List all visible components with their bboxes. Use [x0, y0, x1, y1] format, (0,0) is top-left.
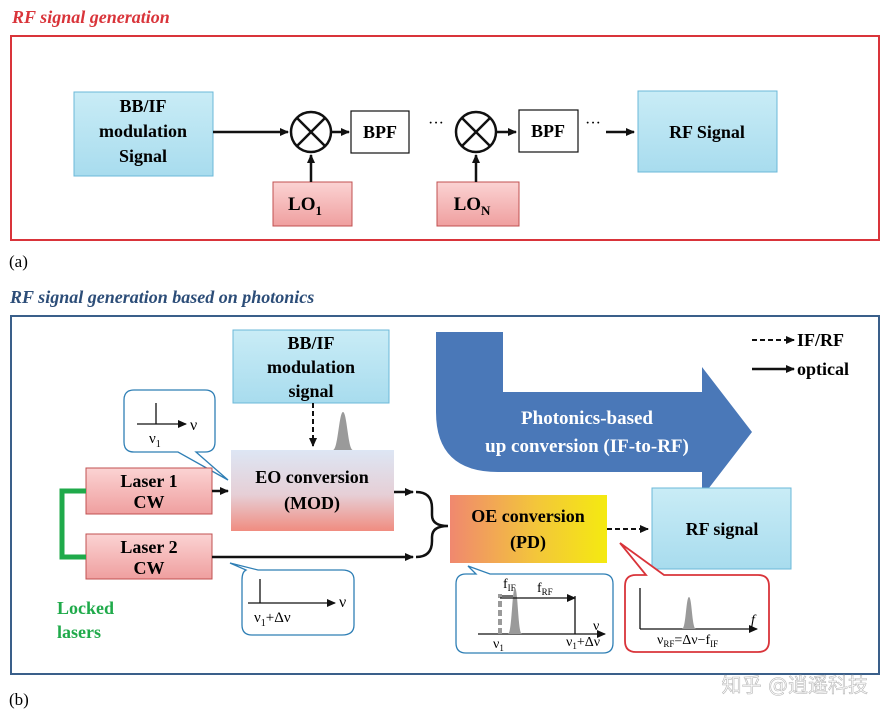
callout4-v: ν	[657, 633, 663, 648]
legend: IF/RF optical	[752, 330, 849, 379]
callout3-v1-sub: 1	[499, 643, 504, 653]
callout-laser2-spectrum: ν ν1+Δν	[229, 562, 355, 636]
callout4-mid: =Δν−f	[674, 633, 710, 648]
dots-a-1: ···	[428, 115, 444, 132]
part-a-frame	[10, 35, 880, 241]
rf-signal-box-b: RF signal	[651, 487, 792, 570]
bb-if-box-a: BB/IF modulation Signal	[73, 91, 214, 177]
svg-text:ν1: ν1	[493, 637, 504, 653]
eo-conversion-box: EO conversion (MOD)	[231, 450, 394, 531]
svg-text:ν1+Δν: ν1+Δν	[254, 610, 291, 629]
laser1-line2: CW	[134, 492, 165, 512]
callout2-tick-a: ν	[254, 610, 261, 626]
lo1-sub: 1	[315, 203, 322, 218]
bb-if-b-line2: modulation	[267, 357, 355, 377]
lo1-box: LO1	[272, 181, 353, 227]
callout3-v1: ν	[493, 637, 499, 652]
laser2-line2: CW	[134, 558, 165, 578]
caption-b: (b)	[9, 690, 29, 709]
bb-if-box-b: BB/IF modulation signal	[232, 329, 390, 404]
combiner-curve	[415, 490, 449, 559]
callout-rf-spectrum: f νRF=Δν−fIF	[619, 542, 770, 653]
callout4-sub2: IF	[710, 639, 718, 649]
watermark: 知乎 @逍遥科技	[722, 673, 868, 697]
callout1-axis: ν	[190, 417, 197, 434]
callout3-frf: f	[537, 581, 542, 596]
callout3-frf-sub: RF	[542, 587, 553, 597]
callout3-axis: ν	[593, 619, 599, 634]
bpf-label-1: BPF	[363, 122, 397, 142]
callout3-fif-sub: IF	[508, 583, 516, 593]
lon-main: LO	[454, 194, 481, 215]
laser1-line1: Laser 1	[120, 471, 177, 491]
rf-signal-label-a: RF Signal	[669, 122, 745, 142]
part-b-title: RF signal generation based on photonics	[9, 287, 314, 307]
svg-text:fIF: fIF	[503, 577, 516, 593]
callout4-v-sub: RF	[663, 639, 674, 649]
lo1-main: LO	[288, 194, 315, 215]
pulse-icon-bb	[333, 412, 353, 450]
lon-sub: N	[481, 203, 491, 218]
mixer-n-icon	[454, 110, 498, 154]
callout-modulated-spectrum: fIF fRF ν ν1 ν1+Δν	[455, 565, 614, 654]
bb-if-line3: Signal	[119, 146, 167, 166]
svg-text:ν1: ν1	[149, 431, 161, 450]
callout4-axis: f	[751, 613, 757, 628]
bb-if-line2: modulation	[99, 121, 187, 141]
callout2-tick-a-sub: 1	[261, 618, 266, 629]
callout2-tick-b: +Δν	[266, 610, 291, 626]
svg-text:fRF: fRF	[537, 581, 553, 597]
legend-dashed-label: IF/RF	[797, 330, 844, 350]
callout3-v1dv-rest: +Δν	[577, 635, 600, 650]
laser2-box: Laser 2 CW	[85, 533, 213, 580]
svg-text:νRF=Δν−fIF: νRF=Δν−fIF	[657, 633, 718, 649]
oe-line1: OE conversion	[471, 506, 585, 526]
svg-text:ν1+Δν: ν1+Δν	[566, 635, 600, 651]
callout2-axis: ν	[339, 594, 346, 611]
bb-if-b-line3: signal	[288, 381, 333, 401]
callout1-tick-sub: 1	[156, 439, 161, 450]
caption-a: (a)	[9, 252, 28, 271]
locked-lasers-line1: Locked	[57, 598, 114, 618]
mixer-1-icon	[289, 110, 333, 154]
callout3-fif: f	[503, 577, 508, 592]
locked-lasers-line2: lasers	[57, 622, 101, 642]
legend-solid-label: optical	[797, 359, 849, 379]
lock-bracket	[59, 488, 86, 560]
svg-text:LO1: LO1	[288, 194, 322, 218]
photonics-line1: Photonics-based	[521, 408, 653, 429]
oe-line2: (PD)	[510, 532, 546, 553]
photonics-upconversion-arrow: Photonics-based up conversion (IF-to-RF)	[436, 332, 752, 497]
laser1-box: Laser 1 CW	[85, 467, 213, 515]
dots-a-2: ···	[585, 115, 601, 132]
oe-conversion-box: OE conversion (PD)	[450, 495, 607, 563]
bpf-label-2: BPF	[531, 121, 565, 141]
eo-line2: (MOD)	[284, 493, 340, 514]
bb-if-line1: BB/IF	[119, 96, 166, 116]
rf-signal-box-a: RF Signal	[637, 90, 778, 173]
callout1-tick: ν	[149, 431, 156, 447]
callout-laser1-spectrum: ν ν1	[123, 389, 229, 481]
svg-text:LON: LON	[454, 194, 491, 218]
callout3-v1dv-sub: 1	[572, 641, 577, 651]
lon-box: LON	[436, 181, 520, 227]
bpf-box-2: BPF	[518, 109, 579, 153]
rf-signal-label-b: RF signal	[686, 519, 759, 539]
laser2-line1: Laser 2	[120, 537, 177, 557]
bpf-box-1: BPF	[350, 110, 410, 154]
part-b-frame	[10, 315, 880, 675]
bb-if-b-line1: BB/IF	[287, 333, 334, 353]
callout3-v1dv: ν	[566, 635, 572, 650]
photonics-line2: up conversion (IF-to-RF)	[485, 436, 689, 457]
eo-line1: EO conversion	[255, 467, 369, 487]
part-a-title: RF signal generation	[11, 7, 170, 27]
